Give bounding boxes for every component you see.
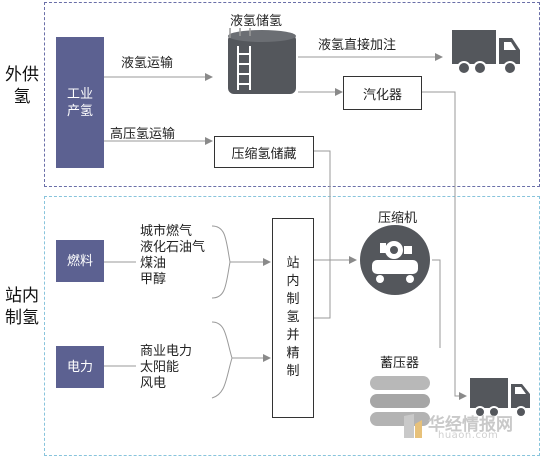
- fuel-item: 液化石油气: [140, 240, 206, 255]
- external-supply-region: [44, 2, 540, 187]
- power-item: 商业电力: [140, 344, 193, 359]
- onsite-production-box: 站内制氢并精制: [272, 218, 314, 418]
- bottom-truck-icon: [470, 378, 530, 418]
- power-item: 风电: [140, 376, 167, 391]
- liquid-transport-label: 液氢运输: [121, 56, 174, 71]
- compressed-storage-box: 压缩氢储藏: [214, 136, 314, 168]
- power-list: 商业电力 太阳能 风电: [140, 344, 192, 392]
- power-item: 太阳能: [140, 360, 180, 375]
- watermark-text: 华经情报网: [428, 415, 513, 435]
- accumulator-cylinders-icon: [370, 376, 430, 426]
- compressor-label: 压缩机: [378, 211, 418, 226]
- watermark-url: huaon.com: [438, 430, 499, 441]
- liquid-storage-tank-icon: [228, 28, 296, 94]
- industrial-hydrogen-label: 工业产氢: [66, 86, 93, 119]
- watermark-logo-icon: [404, 414, 422, 438]
- onsite-production-region: [44, 196, 540, 456]
- compressor-icon: [360, 225, 430, 295]
- vaporizer-box: 汽化器: [343, 76, 422, 110]
- industrial-hydrogen-box: 工业产氢: [56, 37, 104, 168]
- onsite-production-label-text: 站内制氢并精制: [286, 256, 300, 379]
- liquid-storage-label: 液氢储氢: [230, 14, 283, 29]
- line-compressor-down: [432, 259, 441, 348]
- brace-power: [211, 321, 233, 399]
- onsite-production-label: 站内制氢: [5, 286, 39, 328]
- fuel-item: 城市燃气: [140, 224, 193, 239]
- line-storage-down: [314, 150, 331, 319]
- electricity-label: 电力: [66, 359, 93, 375]
- top-truck-icon: [452, 30, 520, 75]
- hp-transport-label: 高压氢运输: [110, 127, 176, 142]
- liquid-direct-fill-label: 液氢直接加注: [318, 38, 397, 53]
- vaporizer-label: 汽化器: [362, 87, 402, 103]
- external-supply-label: 外供氢: [5, 65, 39, 107]
- fuel-item: 煤油: [140, 256, 167, 271]
- compressed-storage-label: 压缩氢储藏: [231, 146, 297, 162]
- fuel-list: 城市燃气 液化石油气 煤油 甲醇: [140, 224, 205, 288]
- arrow-vaporizer-to-truck: [422, 91, 467, 400]
- brace-fuel: [211, 225, 231, 299]
- fuel-label: 燃料: [66, 253, 93, 269]
- fuel-box: 燃料: [56, 240, 104, 282]
- fuel-item: 甲醇: [140, 272, 167, 287]
- accumulator-label: 蓄压器: [380, 356, 420, 371]
- electricity-box: 电力: [56, 346, 104, 388]
